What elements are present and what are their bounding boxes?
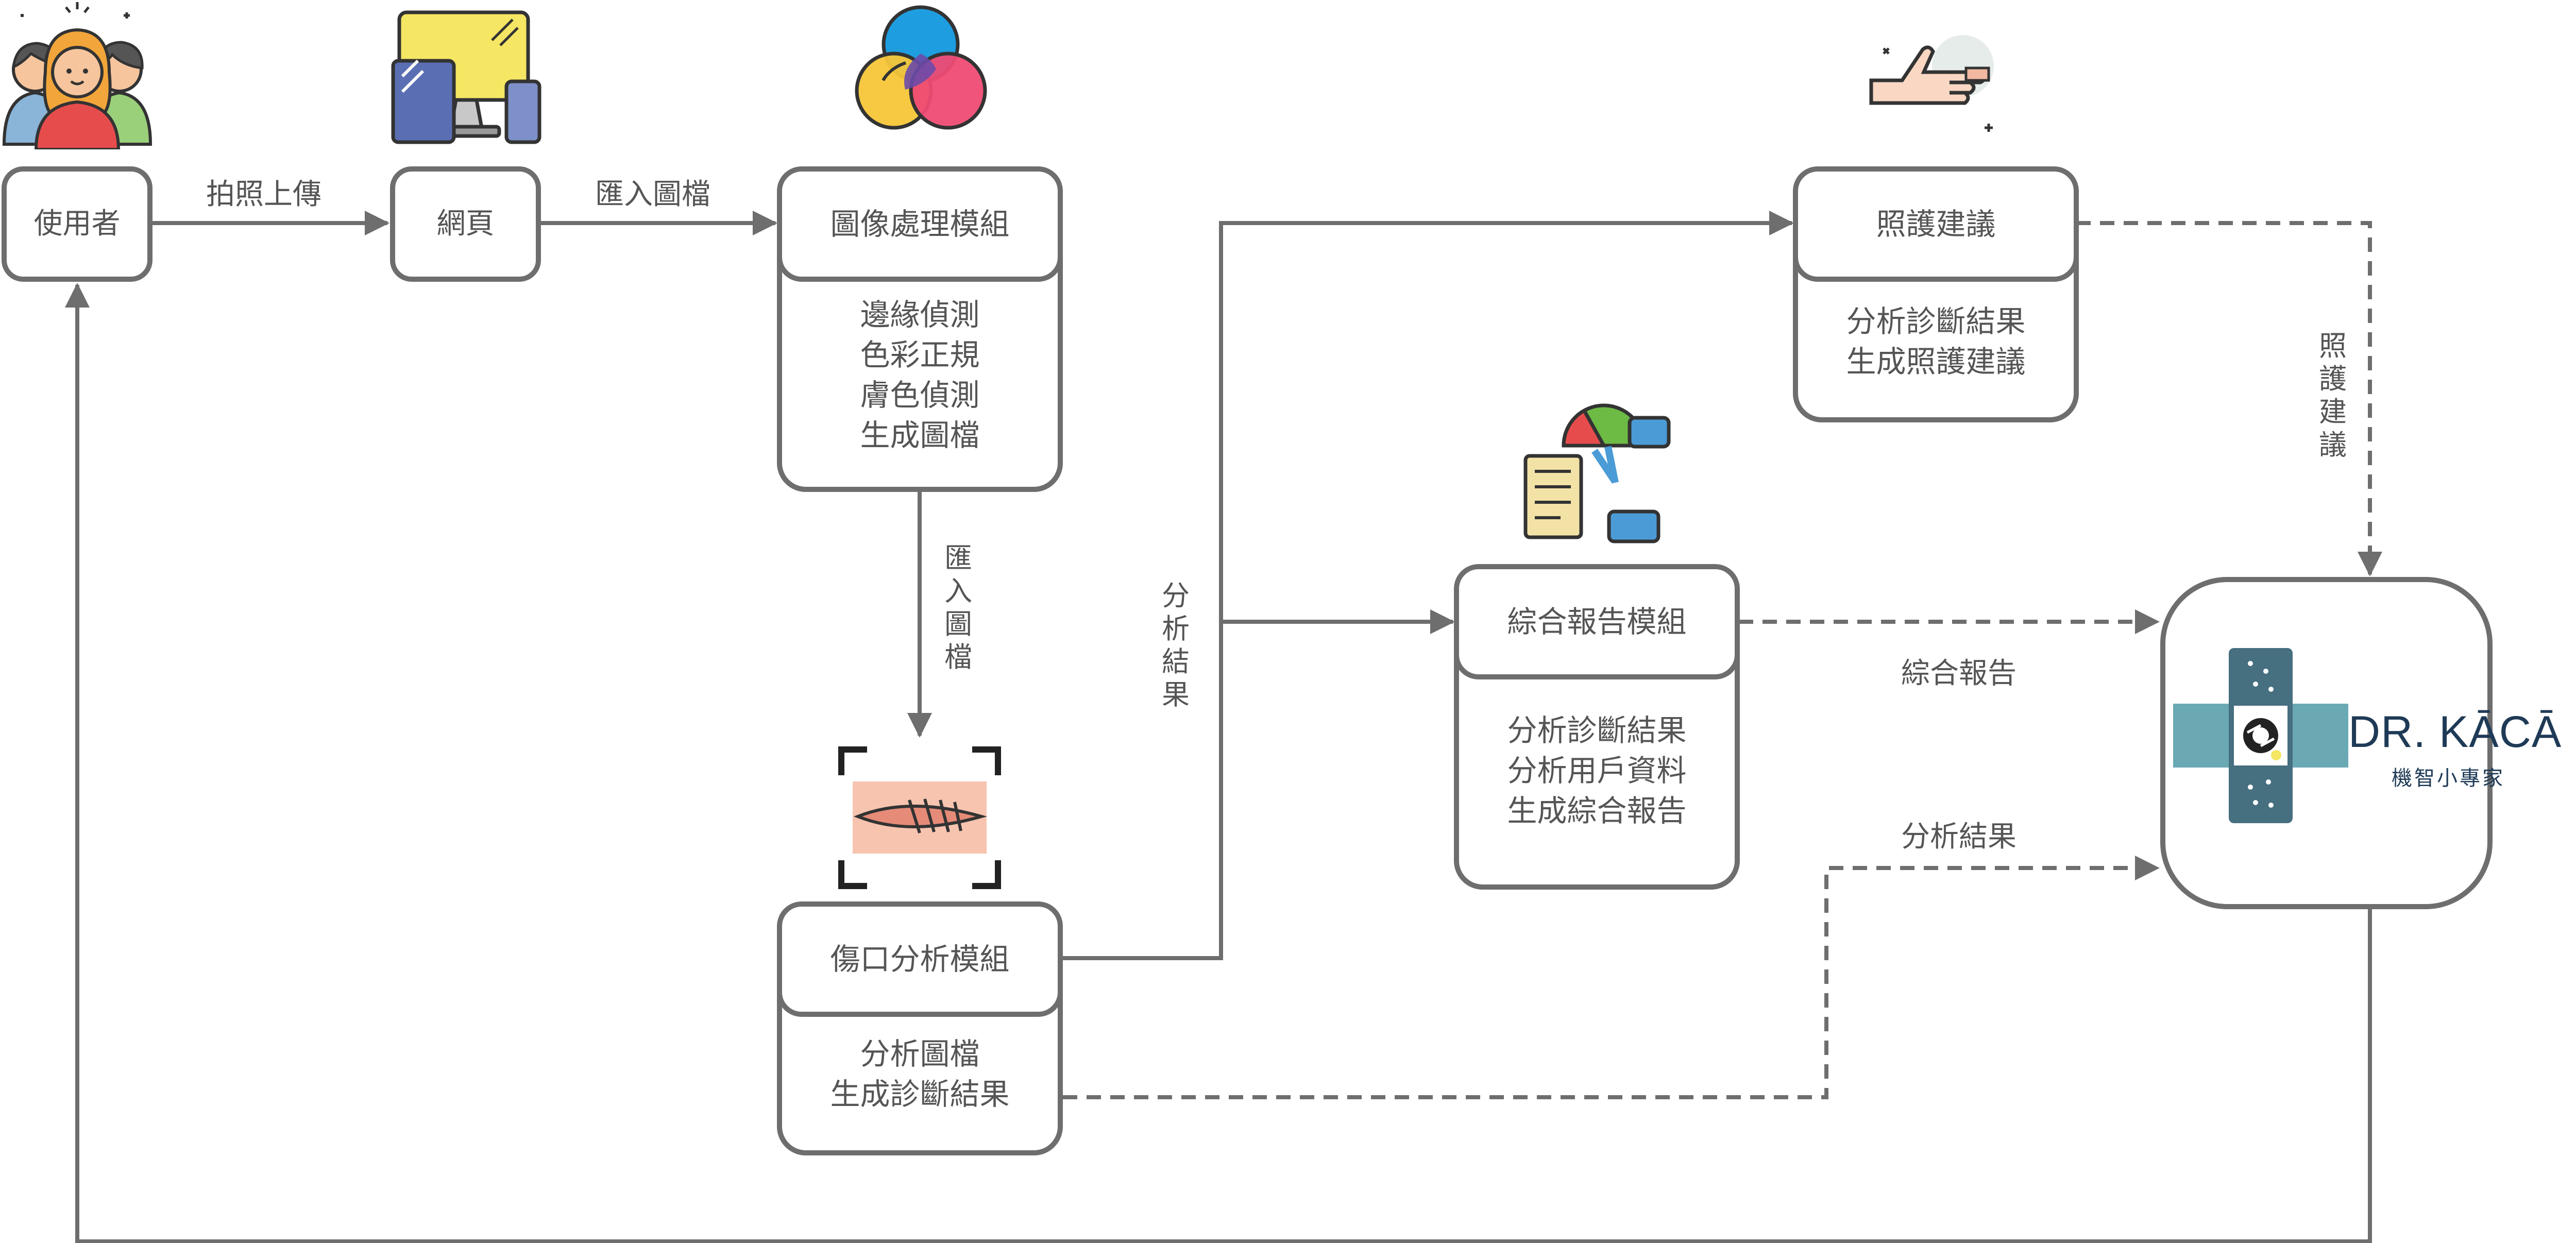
edge-label-analysis-result-vertical: 分析結果 [1162, 580, 1190, 711]
wound-scan-icon [837, 744, 1002, 891]
devices-icon [389, 9, 544, 148]
module-wound-analysis-line: 分析圖檔 [860, 1036, 980, 1071]
edge-label-care-advice-vertical: 照護建議 [2319, 330, 2347, 461]
edge-label-import-image-vertical: 匯入圖檔 [944, 542, 972, 673]
edge-label-photo-upload: 拍照上傳 [206, 178, 321, 211]
report-chart-icon [1517, 399, 1672, 549]
module-report-title: 綜合報告模組 [1454, 564, 1740, 679]
bandage-logo-icon [2173, 648, 2348, 823]
module-report-line: 分析用戶資料 [1507, 753, 1687, 788]
module-care-advice: 照護建議 分析診斷結果 生成照護建議 [1793, 166, 2079, 422]
module-image-processing-line: 膚色偵測 [860, 378, 980, 413]
finger-bandage-icon [1865, 25, 2009, 143]
users-group-icon [0, 0, 155, 151]
edge-label-import-image: 匯入圖檔 [595, 178, 710, 211]
node-webpage: 網頁 [390, 166, 541, 282]
module-image-processing-line: 邊緣偵測 [860, 297, 980, 332]
module-wound-analysis-line: 生成診斷結果 [830, 1077, 1010, 1112]
module-wound-analysis-title: 傷口分析模組 [777, 901, 1063, 1017]
node-user: 使用者 [2, 166, 152, 282]
module-care-advice-line: 分析診斷結果 [1846, 304, 2026, 339]
module-image-processing-title: 圖像處理模組 [777, 166, 1063, 282]
edge-wound-care-advice [1063, 211, 1794, 960]
module-wound-analysis: 傷口分析模組 分析圖檔 生成診斷結果 [777, 901, 1063, 1155]
color-venn-icon [845, 3, 997, 147]
module-report-line: 分析診斷結果 [1507, 713, 1687, 748]
brand-name: DR. KĀCĀ [2348, 707, 2562, 757]
brand-subtitle: 機智小專家 [2392, 767, 2505, 790]
edge-care-advice-brand [2076, 221, 2382, 576]
module-report-line: 生成綜合報告 [1507, 793, 1687, 828]
module-report: 綜合報告模組 分析診斷結果 分析用戶資料 生成綜合報告 [1454, 564, 1740, 890]
edge-wound-result-brand [1063, 856, 2160, 1099]
edge-label-analysis-result: 分析結果 [1901, 820, 2016, 854]
edge-label-report: 綜合報告 [1901, 657, 2016, 690]
module-care-advice-line: 生成照護建議 [1846, 344, 2026, 379]
module-image-processing: 圖像處理模組 邊緣偵測 色彩正規 膚色偵測 生成圖檔 [777, 166, 1063, 492]
module-image-processing-line: 生成圖檔 [860, 418, 980, 453]
edge-brand-user [65, 283, 2372, 1243]
module-care-advice-title: 照護建議 [1793, 166, 2079, 282]
module-image-processing-line: 色彩正規 [860, 337, 980, 372]
